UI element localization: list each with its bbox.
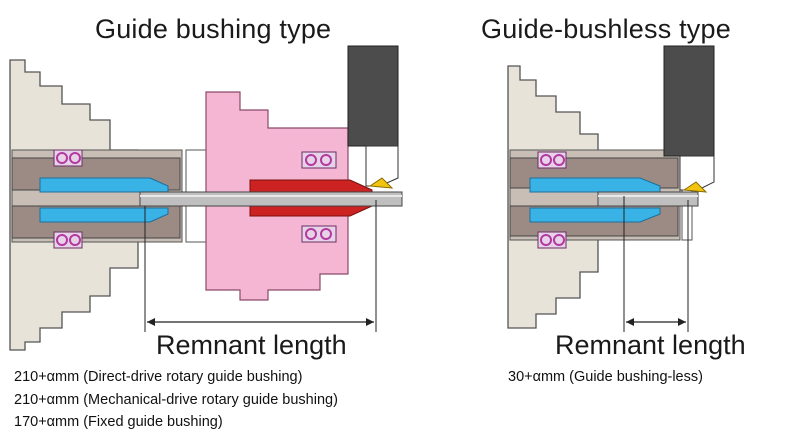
- collet-upper: [39, 177, 169, 193]
- cutting-insert-right: [682, 181, 708, 193]
- remnant-length-label-left: Remnant length: [156, 330, 347, 360]
- guide-bushless-title: Guide-bushless type: [481, 14, 731, 44]
- cutting-insert: [368, 177, 394, 189]
- collet-lower: [39, 207, 169, 223]
- tool-shank-right: [679, 155, 715, 191]
- spec-guide-bushing-less: 30+αmm (Guide bushing-less): [508, 369, 703, 385]
- bearing-lower-left: [53, 231, 83, 249]
- bearing-upper-left: [53, 149, 83, 167]
- tool-holder-right: [663, 45, 715, 157]
- guide-bushing-diagram: [9, 45, 403, 351]
- bearing-lower-right: [301, 225, 337, 243]
- remnant-length-label-right: Remnant length: [555, 330, 746, 360]
- tool-holder: [347, 45, 399, 147]
- bar-stock-right: [597, 191, 699, 207]
- guide-bushing-title: Guide bushing type: [95, 14, 332, 44]
- tool-shank: [365, 145, 399, 187]
- collet-lower-right: [529, 207, 661, 223]
- bearing-lower-r: [537, 231, 567, 249]
- spec-fixed-guide-bushing: 170+αmm (Fixed guide bushing): [14, 414, 223, 430]
- spec-direct-drive: 210+αmm (Direct-drive rotary guide bushi…: [14, 369, 303, 385]
- bearing-upper-r: [537, 151, 567, 169]
- bearing-upper-right: [301, 151, 337, 169]
- collet-upper-right: [529, 177, 661, 193]
- guide-bushless-diagram: [507, 45, 715, 332]
- spec-mechanical-drive: 210+αmm (Mechanical-drive rotary guide b…: [14, 392, 338, 408]
- bar-stock: [139, 191, 403, 207]
